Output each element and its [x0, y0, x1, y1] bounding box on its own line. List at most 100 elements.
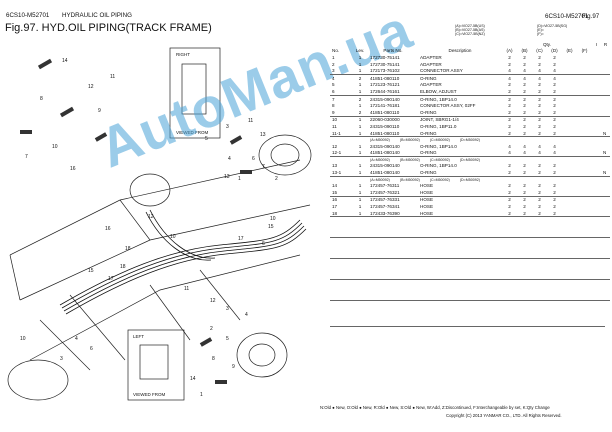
revision-cell: [601, 82, 610, 89]
qty-cell: 2: [538, 82, 541, 88]
callout-number: 11: [110, 74, 115, 80]
qty-cell: [562, 209, 577, 218]
qty-cell: [562, 196, 577, 203]
level-cell: 1: [358, 54, 362, 60]
part-number-cell: 41851-080110: [368, 129, 418, 138]
revision-legend: N:Old ● New, O:Old ● New, R:Old ● New, S…: [320, 405, 550, 410]
part-number-index: 1: [332, 54, 335, 60]
serial-range: (D=M50092): [459, 177, 480, 182]
qty-cell: [577, 54, 592, 61]
part-number-index: 7: [332, 96, 335, 102]
part-number-index: 16: [332, 197, 338, 203]
callout-number: 18: [125, 246, 131, 252]
part-number-cell: 172141-76181: [370, 103, 400, 109]
model-code: (F)=: [537, 32, 544, 37]
callout-number: 15: [268, 224, 274, 230]
figure-title: Fig.97. HYD.OIL PIPING(TRACK FRAME): [5, 22, 212, 34]
part-number-index: 18: [330, 209, 352, 218]
part-number-index: 12: [332, 143, 338, 149]
empty-row: [330, 224, 610, 231]
qty-cell: 2: [553, 103, 556, 109]
callout-number: 14: [190, 376, 196, 382]
qty-cell: [577, 88, 592, 96]
qty-cell: 2: [523, 61, 526, 67]
qty-cell: [562, 82, 577, 89]
qty-cell: [577, 116, 592, 123]
qty-cell: 2: [538, 103, 541, 109]
callout-number: 12: [210, 298, 216, 304]
part-number-cell: 172457-76321: [368, 189, 418, 197]
level-cell: 2: [352, 108, 368, 117]
qty-cell: [562, 143, 577, 150]
part-number-index: 12-1: [330, 149, 352, 158]
qty-cell: [577, 209, 592, 218]
qty-cell: 2: [538, 54, 541, 60]
description-cell: HOSE: [420, 197, 434, 203]
description-cell: O-RING, 1BP11.0: [420, 123, 457, 129]
qty-cell: [577, 74, 592, 81]
model-codes-left: (A)=ViO27-5B(US) (B)=ViO27-5B(AS) (C)=Vi…: [455, 24, 485, 36]
qty-cell: [562, 88, 577, 96]
page-ref: Fig.97: [582, 13, 600, 20]
serial-range: (C=M50092): [429, 157, 450, 162]
revision-cell: [601, 123, 610, 130]
qty-cell: [562, 108, 577, 117]
callout-number: 16: [70, 166, 76, 172]
qty-cell: [562, 189, 577, 197]
revision-cell: [601, 203, 610, 210]
callout-number: 17: [238, 236, 244, 242]
empty-row: [330, 292, 610, 301]
qty-cell: [562, 102, 577, 109]
revision-cell: [601, 61, 610, 68]
callout-number: 9: [98, 108, 101, 114]
qty-cell: 2: [538, 197, 541, 203]
qty-cell: 2: [502, 189, 517, 197]
i-cell: [592, 74, 601, 81]
qty-cell: 2: [553, 117, 556, 123]
callout-number: 9: [232, 364, 235, 370]
qty-cell: [562, 54, 577, 61]
callout-number: 4: [245, 312, 248, 318]
qty-cell: 2: [553, 96, 556, 102]
description-cell: O-RING, 1BP14.0: [420, 96, 457, 102]
qty-cell: [562, 149, 577, 158]
qty-cell: [562, 123, 577, 130]
qty-cell: 2: [508, 103, 511, 109]
qty-cell: 2: [547, 88, 562, 96]
description-cell: ELBOW, ADJUST: [418, 88, 502, 96]
callout-number: 13: [224, 174, 230, 180]
qty-cell: 4: [517, 67, 532, 75]
qty-cell: [562, 61, 577, 68]
callout-number: 15: [88, 268, 94, 274]
qty-cell: 2: [532, 129, 547, 138]
serial-range: (C=M50092): [429, 177, 450, 182]
qty-cell: [577, 196, 592, 203]
part-number-index: 8: [332, 103, 335, 109]
table-header-row: Qty. I R: [330, 41, 610, 48]
qty-cell: 2: [517, 189, 532, 197]
callout-number: 3: [60, 356, 63, 362]
level-cell: 1: [358, 183, 362, 189]
qty-cell: 4: [502, 67, 517, 75]
